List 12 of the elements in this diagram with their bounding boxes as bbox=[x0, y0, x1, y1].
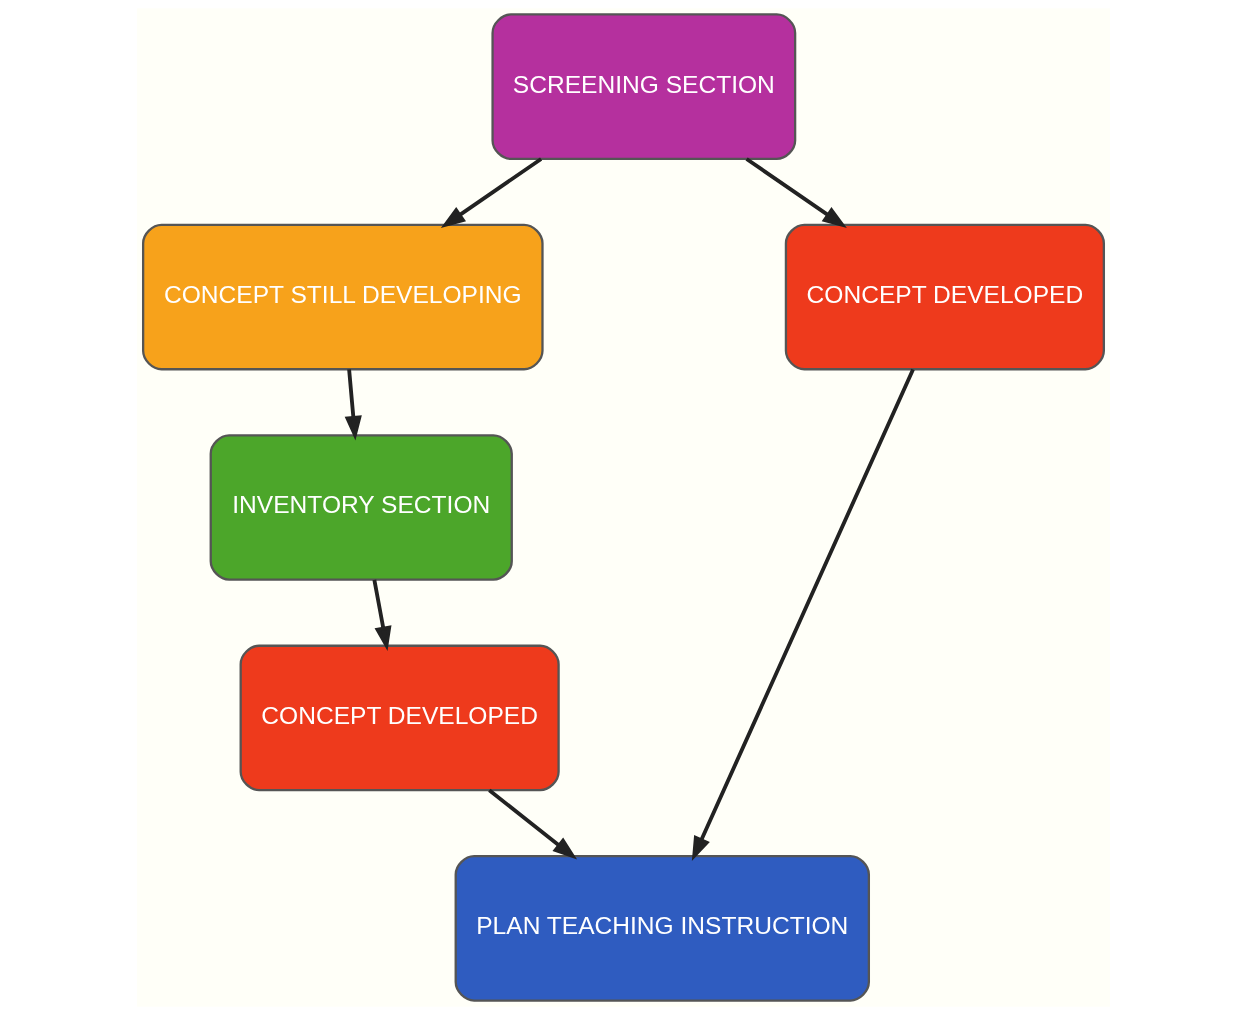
node-box: SCREENING SECTION bbox=[490, 13, 796, 160]
node-box: CONCEPT DEVELOPED bbox=[239, 644, 560, 792]
node-box: INVENTORY SECTION bbox=[209, 434, 513, 581]
arrow bbox=[745, 157, 847, 229]
arrow bbox=[440, 157, 542, 229]
arrow bbox=[691, 368, 915, 862]
arrow bbox=[487, 788, 577, 860]
node-box: CONCEPT STILL DEVELOPING bbox=[141, 223, 544, 371]
arrow bbox=[371, 579, 391, 651]
arrow bbox=[344, 369, 362, 441]
node-box: CONCEPT DEVELOPED bbox=[784, 223, 1105, 371]
node-box: PLAN TEACHING INSTRUCTION bbox=[454, 855, 870, 1002]
